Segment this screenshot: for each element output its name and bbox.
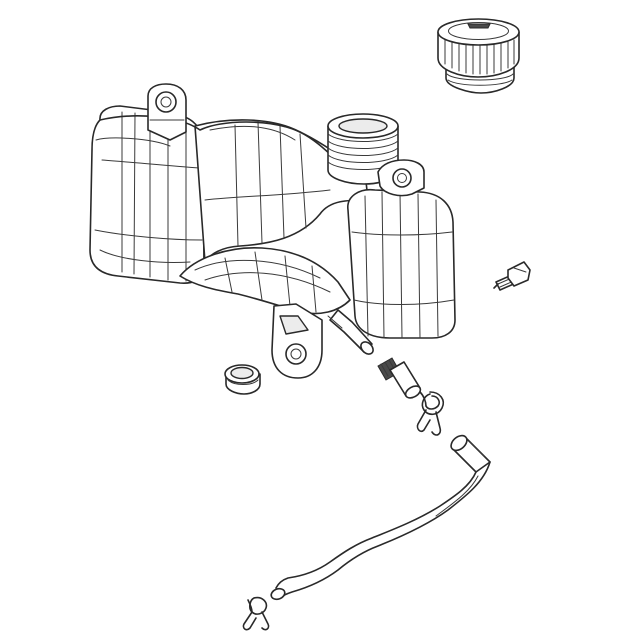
bolt-icon (493, 261, 531, 291)
hose-clamp-icon (242, 596, 270, 631)
threaded-stud-icon (377, 357, 422, 399)
hose-clamp-icon (416, 391, 445, 436)
grommet-icon (224, 364, 261, 395)
fuel-tank-icon (89, 83, 456, 379)
fuel-line-icon (270, 434, 491, 601)
fuel-cap-icon (437, 18, 520, 94)
